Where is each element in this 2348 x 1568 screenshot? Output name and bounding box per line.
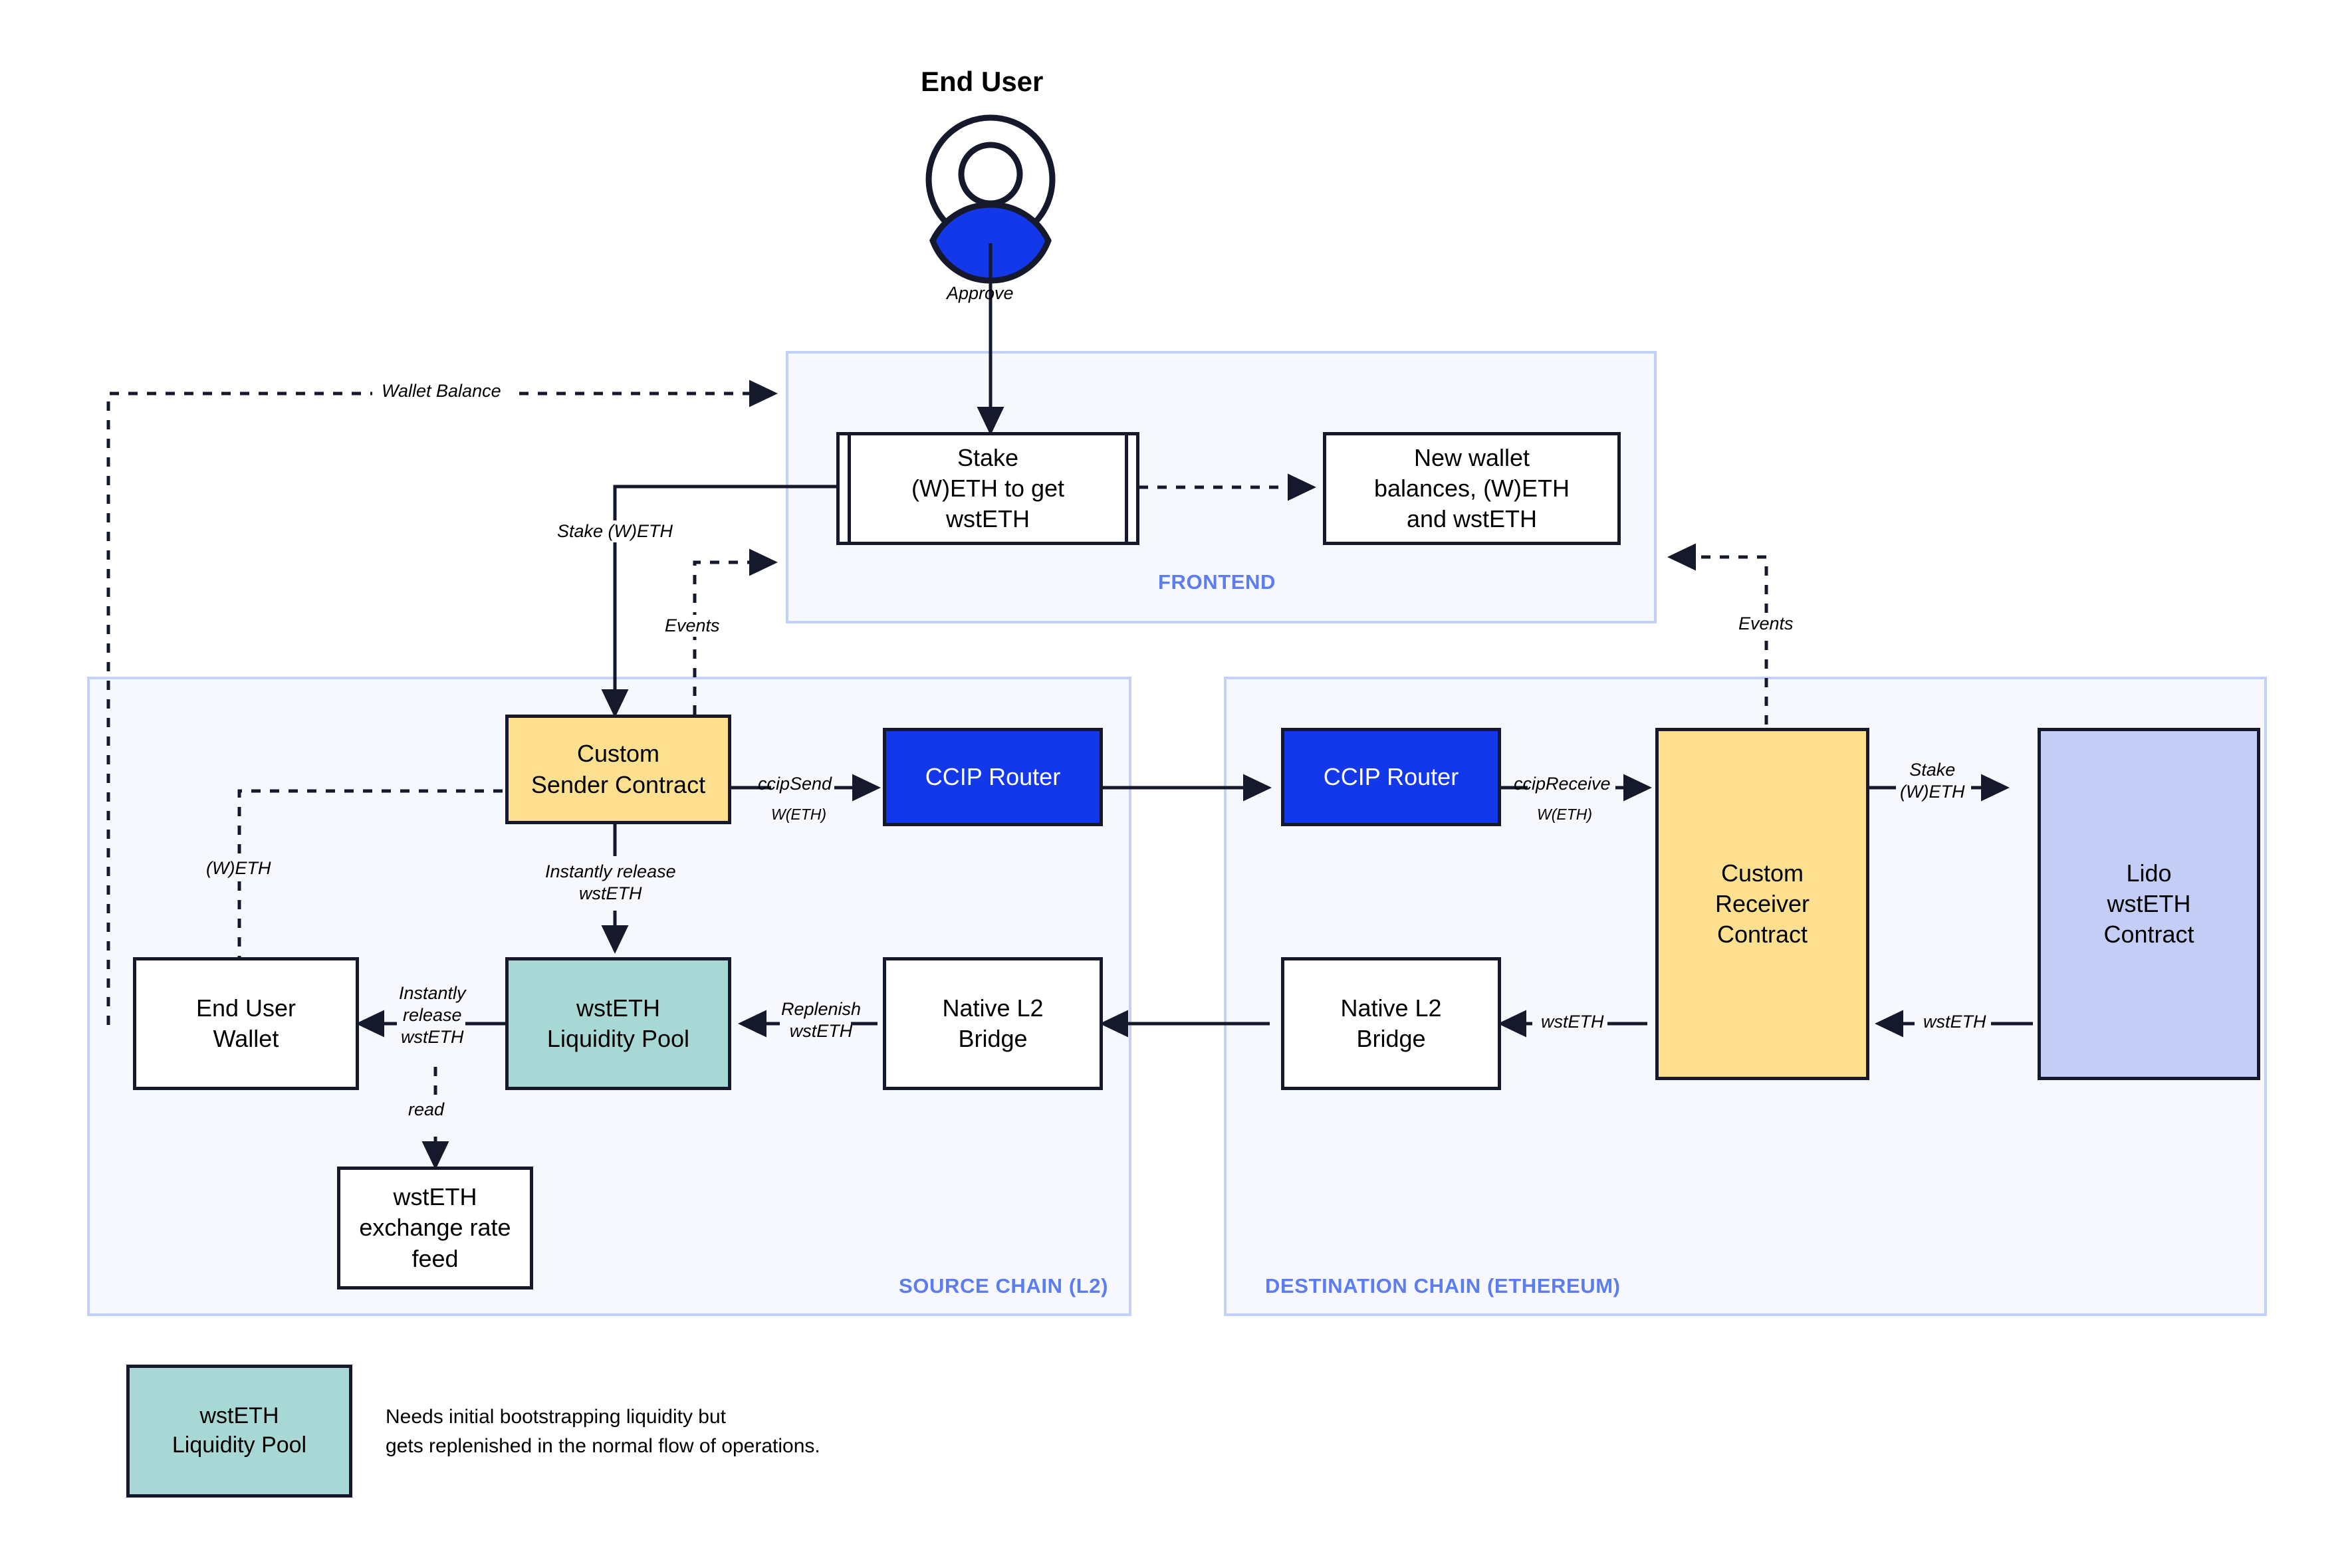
legend-swatch-wsteth-liquidity-pool: wstETH Liquidity Pool — [126, 1365, 352, 1498]
edge-label-wsteth-lido: wstETH — [1923, 1012, 1986, 1032]
edge-label-read: read — [408, 1099, 445, 1119]
edge-label-wallet-balance: Wallet Balance — [372, 380, 511, 402]
page-title: End User — [921, 66, 1044, 97]
edge-label-stake-weth-lido: Stake (W)ETH — [1900, 760, 1965, 802]
zone-source-chain-label: SOURCE CHAIN (L2) — [899, 1274, 1109, 1297]
node-custom-receiver-contract[interactable]: Custom Receiver Contract — [1655, 728, 1869, 1080]
legend-note: Needs initial bootstrapping liquidity bu… — [386, 1406, 820, 1457]
edge-label-weth: (W)ETH — [199, 857, 278, 879]
edge-label-ccip-receive-token: W(ETH) — [1537, 806, 1593, 823]
edge-label-instantly-release-wsteth-wallet: Instantly release wstETH — [399, 983, 466, 1047]
zone-destination-chain-label: DESTINATION CHAIN (ETHEREUM) — [1265, 1274, 1621, 1297]
edge-label-replenish-wsteth: Replenish wstETH — [781, 999, 862, 1041]
edge-label-ccip-send-token: W(ETH) — [771, 806, 827, 823]
node-ccip-router-source[interactable]: CCIP Router — [883, 728, 1103, 826]
edge-label-ccip-receive: ccipReceive — [1514, 774, 1611, 794]
zone-frontend-label: FRONTEND — [1158, 570, 1276, 594]
node-end-user-wallet[interactable]: End User Wallet — [133, 957, 359, 1090]
edge-label-ccip-send: ccipSend — [758, 774, 832, 794]
node-native-l2-bridge-source[interactable]: Native L2 Bridge — [883, 957, 1103, 1090]
edge-label-instantly-release-wsteth: Instantly release wstETH — [545, 861, 676, 903]
edge-label-events-left: Events — [658, 615, 727, 637]
node-stake-form[interactable]: Stake (W)ETH to get wstETH — [836, 432, 1139, 545]
node-custom-sender-contract[interactable]: Custom Sender Contract — [505, 715, 731, 824]
node-ccip-router-destination[interactable]: CCIP Router — [1281, 728, 1501, 826]
edge-label-events-right: Events — [1732, 613, 1800, 635]
node-wsteth-exchange-rate-feed[interactable]: wstETH exchange rate feed — [337, 1167, 533, 1289]
edge-label-stake-weth: Stake (W)ETH — [550, 520, 680, 542]
node-lido-wsteth-contract[interactable]: Lido wstETH Contract — [2038, 728, 2260, 1080]
node-native-l2-bridge-destination[interactable]: Native L2 Bridge — [1281, 957, 1501, 1090]
node-new-wallet-balances[interactable]: New wallet balances, (W)ETH and wstETH — [1323, 432, 1621, 545]
node-wsteth-liquidity-pool[interactable]: wstETH Liquidity Pool — [505, 957, 731, 1090]
edge-label-wsteth-destination-bridge: wstETH — [1541, 1012, 1604, 1032]
edge-label-approve: Approve — [947, 283, 1014, 303]
